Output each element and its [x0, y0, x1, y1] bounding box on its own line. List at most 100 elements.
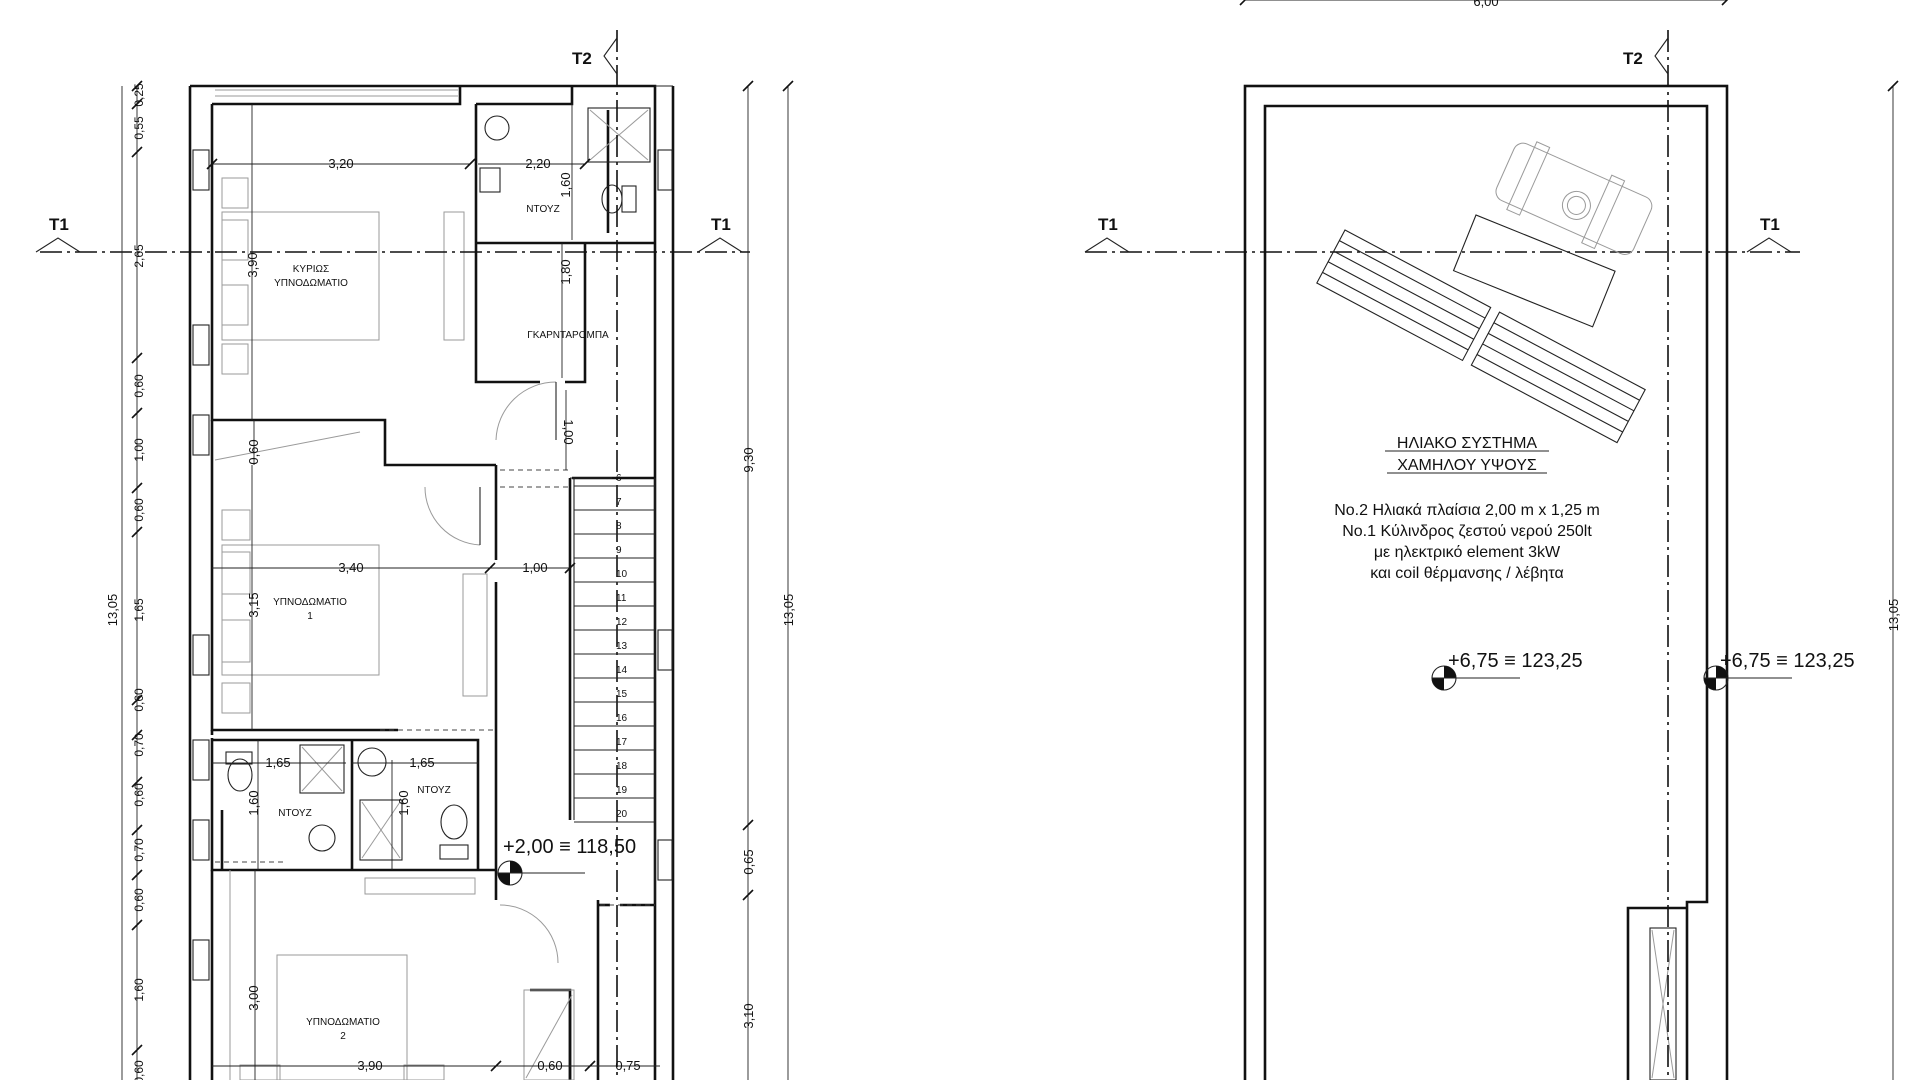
t1-label: T1 — [49, 215, 69, 234]
t1-label: T1 — [1760, 215, 1780, 234]
solar-title: ΗΛΙΑΚΟ ΣΥΣΤΗΜΑ — [1397, 435, 1538, 452]
dim-label: 1,60 — [396, 790, 411, 815]
roof-parapet — [1263, 104, 1709, 1080]
total-dim-label: 13,05 — [781, 594, 796, 627]
chain-dim-label: 0,25 — [132, 83, 146, 107]
dim-tick — [131, 824, 143, 836]
chain-dim-label: 0,55 — [132, 116, 146, 140]
bedroom-2-bed — [276, 954, 408, 1080]
dim-tick — [131, 352, 143, 364]
stair-step-number: 15 — [616, 689, 628, 700]
dim-tick — [131, 80, 143, 92]
dim-label: 3,10 — [741, 1003, 756, 1028]
stair-step-number: 8 — [616, 521, 622, 532]
left-windows — [192, 149, 210, 981]
solar-title: ΧΑΜΗΛΟΥ ΥΨΟΥΣ — [1397, 457, 1537, 474]
stair-step-number: 16 — [616, 713, 628, 724]
solar-note: No.2 Ηλιακά πλαίσια 2,00 m x 1,25 m — [1334, 502, 1600, 519]
dim-label: 9,30 — [741, 447, 756, 472]
room-label: ΥΠΝΟΔΩΜΑΤΙΟ — [273, 597, 347, 608]
chain-dim-label: 0,60 — [132, 374, 146, 398]
level-label: +2,00 ≡ 118,50 — [503, 836, 636, 858]
t1-marker-left: T1 — [35, 215, 81, 253]
stair-step-number: 6 — [616, 473, 622, 484]
chain-dim-label: 0,70 — [132, 838, 146, 862]
chain-dim-label: 0,70 — [132, 733, 146, 757]
total-dim-label: 13,05 — [1886, 599, 1901, 632]
dim-label: 1,60 — [246, 790, 261, 815]
dim-label: 6,00 — [1473, 0, 1498, 9]
outer-wall — [190, 84, 657, 1080]
dim-label: 0,60 — [537, 1058, 562, 1073]
dim-tick — [131, 776, 143, 788]
solar-note: No.1 Κύλινδρος ζεστού νερού 250lt — [1342, 523, 1592, 540]
stair-step-number: 12 — [616, 617, 628, 628]
dim-tick — [131, 526, 143, 538]
t2-marker-right: T2 — [1623, 37, 1669, 75]
room-label: ΓΚΑΡΝΤΑΡΟΜΠΑ — [527, 330, 609, 341]
stair-step-number: 17 — [616, 737, 628, 748]
room-label: ΝΤΟΥΖ — [417, 785, 450, 796]
dim-tick — [131, 407, 143, 419]
stair-step-number: 13 — [616, 641, 628, 652]
dim-tick — [131, 146, 143, 158]
stair-step-number: 14 — [616, 665, 628, 676]
chain-dim-label: 1,60 — [132, 978, 146, 1002]
stair-step-number: 11 — [616, 593, 627, 604]
total-dim-label: 13,05 — [105, 594, 120, 627]
solar-note: με ηλεκτρικό element 3kW — [1374, 544, 1561, 561]
top-bathroom-wall — [474, 104, 540, 384]
stair-step-number: 10 — [616, 569, 628, 580]
dim-tick — [131, 694, 143, 706]
master-bedroom-wall — [210, 104, 496, 467]
dim-label: 1,00 — [522, 560, 547, 575]
room-label: ΥΠΝΟΔΩΜΑΤΙΟ — [274, 278, 348, 289]
chain-dim-label: 2,65 — [132, 244, 146, 268]
t1-marker-roof-right: T1 — [1746, 215, 1792, 253]
master-bed — [221, 211, 380, 341]
left-dimension-chain: 0,250,552,650,601,000,601,650,600,700,60… — [131, 80, 146, 1080]
t1-label: T1 — [1098, 215, 1118, 234]
dim-tick — [131, 919, 143, 931]
dim-label: 3,90 — [357, 1058, 382, 1073]
dim-tick — [131, 869, 143, 881]
t2-marker-left: T2 — [572, 37, 618, 75]
dim-tick — [131, 1044, 143, 1056]
dim-label: 1,65 — [409, 755, 434, 770]
roof-outline — [1243, 84, 1729, 1080]
chain-dim-label: 0,60 — [132, 888, 146, 912]
chain-dim-label: 0,60 — [132, 498, 146, 522]
dim-label: 3,90 — [245, 252, 260, 277]
dim-tick — [131, 729, 143, 741]
solar-note: και coil θέρμανσης / λέβητα — [1370, 565, 1564, 582]
bedroom-1-bed — [221, 544, 380, 676]
level-label: +6,75 ≡ 123,25 — [1448, 650, 1583, 672]
level-marker-left: +2,00 ≡ 118,50 — [497, 836, 636, 886]
dim-label: 2,20 — [525, 156, 550, 171]
stair-step-number: 20 — [616, 809, 628, 820]
stair-step-number: 19 — [616, 785, 628, 796]
room-label: 1 — [307, 611, 313, 622]
level-marker-roof-a: +6,75 ≡ 123,25 — [1431, 650, 1583, 691]
level-label: +6,75 ≡ 123,25 — [1720, 650, 1855, 672]
dim-label: 1,80 — [558, 259, 573, 284]
t1-marker-right: T1 — [697, 215, 743, 253]
dim-label: 1,60 — [558, 172, 573, 197]
room-label: 2 — [340, 1031, 346, 1042]
level-marker-roof-b: +6,75 ≡ 123,25 — [1703, 650, 1855, 691]
t2-label: T2 — [1623, 49, 1643, 68]
dim-label: 3,15 — [246, 592, 261, 617]
room-label: ΥΠΝΟΔΩΜΑΤΙΟ — [306, 1017, 380, 1028]
dim-tick — [131, 482, 143, 494]
water-tank — [1452, 214, 1616, 328]
stair-step-number: 7 — [616, 497, 622, 508]
stair-step-number: 9 — [616, 545, 622, 556]
t1-marker-roof-left: T1 — [1084, 215, 1130, 253]
dim-label: 1,65 — [265, 755, 290, 770]
t1-label: T1 — [711, 215, 731, 234]
dim-label: 3,40 — [338, 560, 363, 575]
dim-label: 1,00 — [561, 419, 576, 444]
room-label: ΝΤΟΥΖ — [526, 204, 559, 215]
